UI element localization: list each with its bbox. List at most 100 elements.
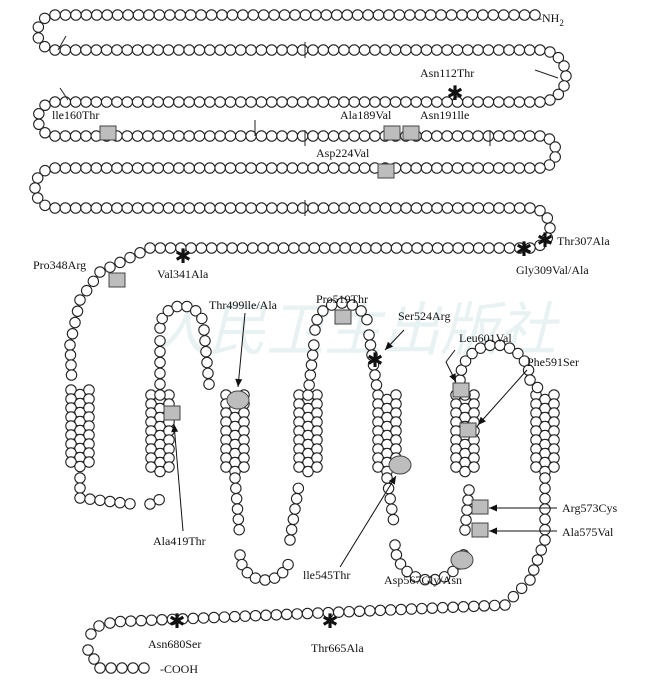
residue-bead bbox=[111, 162, 123, 174]
residue-bead bbox=[236, 558, 248, 571]
residue-bead bbox=[411, 242, 423, 254]
residue-bead bbox=[69, 96, 82, 108]
mutation-square bbox=[402, 125, 420, 141]
residue-bead bbox=[286, 130, 299, 142]
residue-bead bbox=[134, 247, 146, 259]
residue-bead bbox=[214, 202, 226, 214]
residue-bead bbox=[552, 88, 565, 101]
residue-bead bbox=[204, 96, 216, 108]
residue-bead bbox=[524, 574, 536, 586]
residue-bead bbox=[503, 130, 515, 142]
residue-bead bbox=[247, 9, 260, 21]
residue-bead bbox=[379, 96, 391, 108]
residue-bead bbox=[387, 513, 400, 526]
residue-bead bbox=[527, 564, 540, 576]
residue-bead bbox=[534, 162, 546, 174]
residue-bead bbox=[451, 202, 464, 214]
residue-bead bbox=[224, 44, 237, 56]
residue-bead bbox=[361, 313, 373, 326]
residue-bead bbox=[154, 322, 166, 334]
residue-bead bbox=[234, 44, 247, 56]
residue-bead bbox=[245, 44, 257, 56]
residue-bead bbox=[90, 44, 103, 56]
residue-bead bbox=[503, 162, 515, 174]
residue-bead bbox=[548, 461, 560, 473]
mutation-star: ✱ bbox=[367, 348, 384, 372]
mutation-square bbox=[452, 382, 470, 398]
residue-bead bbox=[268, 9, 280, 21]
residue-bead bbox=[503, 44, 515, 56]
residue-bead bbox=[384, 493, 396, 505]
residue-bead bbox=[224, 162, 237, 174]
label-ala575val: Ala575Val bbox=[562, 525, 614, 539]
residue-bead bbox=[390, 242, 403, 254]
residue-bead bbox=[327, 96, 340, 108]
residue-bead bbox=[416, 602, 428, 615]
residue-bead bbox=[101, 9, 113, 21]
residue-bead bbox=[374, 604, 387, 617]
residue-bead bbox=[232, 513, 245, 526]
residue-bead bbox=[405, 603, 418, 615]
residue-bead bbox=[154, 242, 167, 254]
residue-bead bbox=[338, 202, 350, 214]
residue-bead bbox=[420, 96, 433, 108]
residue-bead bbox=[216, 9, 228, 21]
residue-bead bbox=[142, 96, 154, 108]
residue-bead bbox=[156, 312, 168, 325]
residue-bead bbox=[268, 572, 281, 584]
residue-bead bbox=[74, 492, 86, 504]
residue-bead bbox=[346, 299, 359, 311]
residue-bead bbox=[523, 44, 536, 56]
residue-bead bbox=[318, 242, 331, 254]
residue-bead bbox=[503, 96, 515, 108]
residue-bead bbox=[70, 9, 82, 21]
residue-bead bbox=[100, 44, 113, 56]
residue-bead bbox=[544, 94, 556, 106]
residue-bead bbox=[183, 44, 195, 56]
residue-bead bbox=[32, 21, 45, 33]
residue-bead bbox=[558, 80, 570, 92]
residue-bead bbox=[104, 495, 116, 508]
residue-bead bbox=[286, 162, 299, 174]
residue-bead bbox=[317, 44, 330, 56]
residue-bead bbox=[85, 628, 97, 640]
residue-bead bbox=[311, 461, 323, 473]
residue-bead bbox=[193, 44, 206, 56]
residue-bead bbox=[66, 327, 79, 340]
residue-bead bbox=[462, 96, 474, 108]
residue-bead bbox=[289, 503, 301, 515]
residue-bead bbox=[384, 604, 397, 616]
residue-bead bbox=[237, 9, 249, 21]
residue-bead bbox=[226, 242, 238, 254]
residue-bead bbox=[142, 162, 154, 174]
residue-bead bbox=[492, 96, 505, 108]
residue-bead bbox=[535, 544, 547, 556]
residue-bead bbox=[513, 44, 526, 56]
mutation-square bbox=[459, 422, 477, 438]
residue-bead bbox=[472, 202, 485, 214]
residue-bead bbox=[447, 601, 459, 613]
residue-bead bbox=[152, 96, 164, 108]
residue-bead bbox=[229, 472, 241, 484]
residue-bead bbox=[468, 600, 480, 613]
leader-line bbox=[477, 369, 528, 426]
residue-bead bbox=[59, 202, 72, 214]
residue-bead bbox=[296, 96, 309, 108]
mutation-star: ✱ bbox=[516, 237, 533, 261]
residue-bead bbox=[459, 524, 471, 536]
residue-bead bbox=[401, 565, 413, 578]
residue-bead bbox=[49, 96, 61, 108]
residue-bead bbox=[257, 242, 269, 254]
mutation-oval bbox=[226, 390, 250, 410]
residue-bead bbox=[205, 242, 218, 254]
residue-bead bbox=[290, 492, 303, 505]
residue-bead bbox=[245, 162, 257, 174]
residue-bead bbox=[80, 9, 93, 21]
residue-bead bbox=[306, 349, 319, 361]
residue-bead bbox=[543, 133, 556, 145]
residue-bead bbox=[503, 242, 516, 254]
residue-bead bbox=[280, 608, 293, 621]
label-pro348arg: Pro348Arg bbox=[33, 258, 86, 272]
residue-bead bbox=[114, 615, 127, 628]
residue-bead bbox=[482, 202, 495, 214]
